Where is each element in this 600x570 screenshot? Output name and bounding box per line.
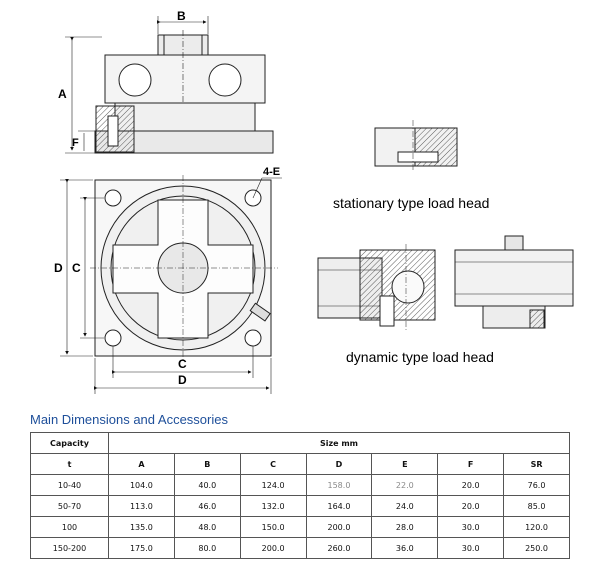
table-cell: 200.0	[305, 516, 373, 538]
table-cell: 104.0	[108, 474, 175, 496]
table-cell: 132.0	[239, 495, 307, 517]
table-cell: 164.0	[305, 495, 373, 517]
table-cell: 20.0	[437, 474, 505, 496]
table-cell: 76.0	[503, 474, 570, 496]
table-cell: 175.0	[108, 537, 175, 559]
dim-label-d-left: D	[54, 261, 63, 275]
column-header: C	[239, 453, 307, 475]
table-cell: 28.0	[371, 516, 439, 538]
table-cell: 124.0	[239, 474, 307, 496]
side-view	[65, 16, 274, 154]
dynamic-load-head-exterior	[454, 235, 574, 329]
table-row: 50-70 113.0 46.0 132.0 164.0 24.0 20.0 8…	[30, 495, 570, 517]
dim-label-f: F	[72, 137, 79, 149]
table-row: 10-40 104.0 40.0 124.0 158.0 22.0 20.0 7…	[30, 474, 570, 496]
table-cell: 10-40	[30, 474, 109, 496]
table-cell: 260.0	[305, 537, 373, 559]
table-cell: 158.0	[305, 474, 373, 496]
column-header: t	[30, 453, 109, 475]
plan-view	[60, 175, 282, 394]
section-title: Main Dimensions and Accessories	[30, 412, 228, 427]
table-header-row: Capacity Size mm	[30, 432, 570, 454]
table-cell: 46.0	[173, 495, 241, 517]
stationary-load-head-drawing	[374, 120, 458, 172]
column-header: B	[173, 453, 241, 475]
table-cell: 150.0	[239, 516, 307, 538]
dim-label-c-bottom: C	[178, 357, 187, 371]
hole-callout: 4-E	[263, 166, 280, 178]
column-header: SR	[503, 453, 570, 475]
table-row: 150-200 175.0 80.0 200.0 260.0 36.0 30.0…	[30, 537, 570, 559]
table-cell: 250.0	[503, 537, 570, 559]
table-cell: 80.0	[173, 537, 241, 559]
stationary-caption: stationary type load head	[333, 195, 489, 211]
table-cell: 85.0	[503, 495, 570, 517]
table-cell: 22.0	[371, 474, 439, 496]
dim-label-b: B	[177, 9, 186, 23]
dynamic-load-head-section	[317, 244, 436, 330]
column-header: A	[108, 453, 175, 475]
table-cell: 113.0	[108, 495, 175, 517]
table-cell: 30.0	[437, 516, 505, 538]
table-cell: 48.0	[173, 516, 241, 538]
size-header: Size mm	[108, 432, 570, 454]
dim-label-a: A	[58, 87, 67, 101]
table-row: 100 135.0 48.0 150.0 200.0 28.0 30.0 120…	[30, 516, 570, 538]
table-cell: 50-70	[30, 495, 109, 517]
dynamic-caption: dynamic type load head	[346, 349, 494, 365]
technical-drawing: B A F D C C D	[54, 9, 574, 394]
table-cell: 120.0	[503, 516, 570, 538]
table-cell: 20.0	[437, 495, 505, 517]
column-header: E	[371, 453, 439, 475]
table-cell: 30.0	[437, 537, 505, 559]
table-cell: 40.0	[173, 474, 241, 496]
dim-label-c-left: C	[72, 261, 81, 275]
table-column-row: t A B C D E F SR	[30, 453, 570, 475]
dim-label-d-bottom: D	[178, 373, 187, 387]
table-cell: 36.0	[371, 537, 439, 559]
column-header: D	[305, 453, 373, 475]
table-cell: 200.0	[239, 537, 307, 559]
table-cell: 100	[30, 516, 109, 538]
table-cell: 135.0	[108, 516, 175, 538]
capacity-header: Capacity	[30, 432, 109, 454]
dimensions-table: Capacity Size mm t A B C D E F SR 10-40 …	[30, 432, 570, 559]
table-cell: 24.0	[371, 495, 439, 517]
table-cell: 150-200	[30, 537, 109, 559]
column-header: F	[437, 453, 505, 475]
